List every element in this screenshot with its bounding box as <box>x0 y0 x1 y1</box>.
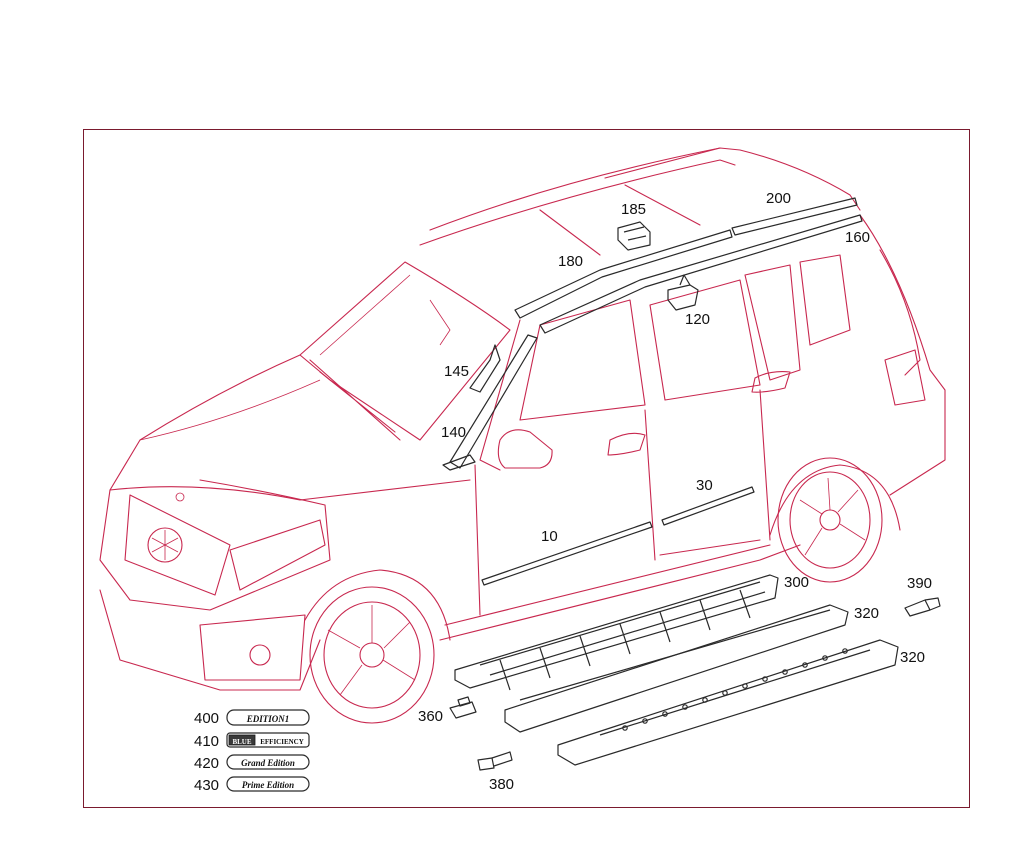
parts <box>226 197 941 792</box>
badge-420-text: Grand Edition <box>241 758 295 768</box>
roof-trim-160-part <box>539 214 863 334</box>
callout-410: 410 <box>194 733 219 750</box>
callout-10: 10 <box>541 528 558 545</box>
vehicle-outline <box>99 147 946 724</box>
a-pillar-trim-part <box>449 334 538 469</box>
callout-180: 180 <box>558 253 583 270</box>
badge-410-right-text: EFFICIENCY <box>260 738 304 746</box>
callout-320a: 320 <box>854 605 879 622</box>
badge-410 <box>226 732 310 748</box>
roof-molding-200-part <box>731 197 858 236</box>
screw-390-part <box>904 599 931 617</box>
callout-145: 145 <box>444 363 469 380</box>
badge-400-text: EDITION1 <box>246 714 290 724</box>
callout-120: 120 <box>685 311 710 328</box>
callout-380: 380 <box>489 776 514 793</box>
callout-400: 400 <box>194 710 219 727</box>
callout-200: 200 <box>766 190 791 207</box>
step-board-320b-part <box>557 639 899 766</box>
callout-labels: 10 30 120 140 145 160 180 185 200 300 32… <box>194 190 932 794</box>
callout-160: 160 <box>845 229 870 246</box>
callout-300: 300 <box>784 574 809 591</box>
clip-145-part <box>469 344 501 393</box>
bracket-120-part <box>667 284 699 311</box>
badge-430-text: Prime Edition <box>242 780 294 790</box>
bracket-185-part <box>617 221 651 251</box>
callout-320b: 320 <box>900 649 925 666</box>
badge-410-left-text: BLUE <box>232 738 251 746</box>
step-board-holes <box>622 648 848 731</box>
callout-420: 420 <box>194 755 219 772</box>
callout-140: 140 <box>441 424 466 441</box>
badge-420 <box>226 754 310 770</box>
callout-430: 430 <box>194 777 219 794</box>
molding-10-part <box>481 521 653 586</box>
badge-430 <box>226 776 310 792</box>
step-board-320a-part <box>504 604 849 733</box>
screw-380-part <box>477 757 495 771</box>
rail-300-part <box>454 574 779 689</box>
badge-400 <box>226 709 310 726</box>
diagram-frame <box>83 129 970 808</box>
roof-molding-180-part <box>514 229 733 319</box>
callout-360: 360 <box>418 708 443 725</box>
molding-30-part <box>661 486 755 526</box>
clip-360-part <box>449 701 477 719</box>
callout-390: 390 <box>907 575 932 592</box>
callout-30: 30 <box>696 477 713 494</box>
callout-185: 185 <box>621 201 646 218</box>
